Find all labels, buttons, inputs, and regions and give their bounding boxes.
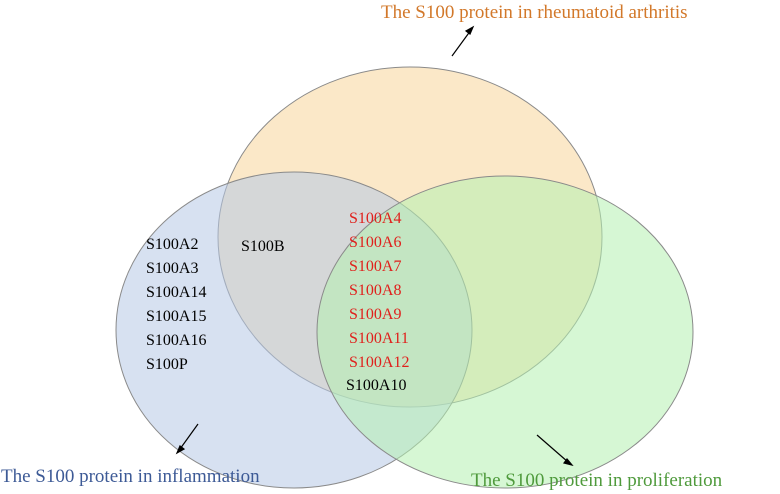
gene-label: S100P [146, 356, 188, 373]
rheumatoid-arrow [451, 29, 472, 57]
gene-label: S100A8 [349, 282, 401, 299]
gene-label: S100A2 [146, 236, 198, 253]
proliferation-title: The S100 protein in proliferation [471, 470, 723, 491]
gene-label: S100A14 [146, 284, 206, 301]
proliferation-arrowhead [562, 458, 574, 467]
proliferation-circle [316, 175, 694, 489]
inflammation-title: The S100 protein in inflammation [1, 466, 260, 487]
gene-label: S100B [241, 238, 285, 255]
gene-label: S100A4 [349, 210, 401, 227]
gene-label: S100A10 [346, 377, 406, 394]
gene-label: S100A15 [146, 308, 206, 325]
rheumatoid-arrowhead [464, 25, 475, 35]
shared-all-three-genes: S100A4S100A6S100A7S100A8S100A9S100A11S10… [349, 210, 409, 371]
rheumatoid-title: The S100 protein in rheumatoid arthritis [381, 2, 688, 23]
inflammation-arrow [179, 423, 199, 450]
gene-label: S100A16 [146, 332, 206, 349]
gene-label: S100A6 [349, 234, 401, 251]
inflammation-arrowhead [175, 445, 186, 455]
rheumatoid-inflammation-genes: S100B [241, 238, 285, 255]
gene-label: S100A7 [349, 258, 401, 275]
proliferation-arrow [536, 434, 569, 463]
gene-label: S100A11 [349, 330, 409, 347]
gene-label: S100A9 [349, 306, 401, 323]
inflammation-proliferation-genes: S100A10 [346, 377, 406, 394]
gene-label: S100A3 [146, 260, 198, 277]
gene-label: S100A12 [349, 354, 409, 371]
